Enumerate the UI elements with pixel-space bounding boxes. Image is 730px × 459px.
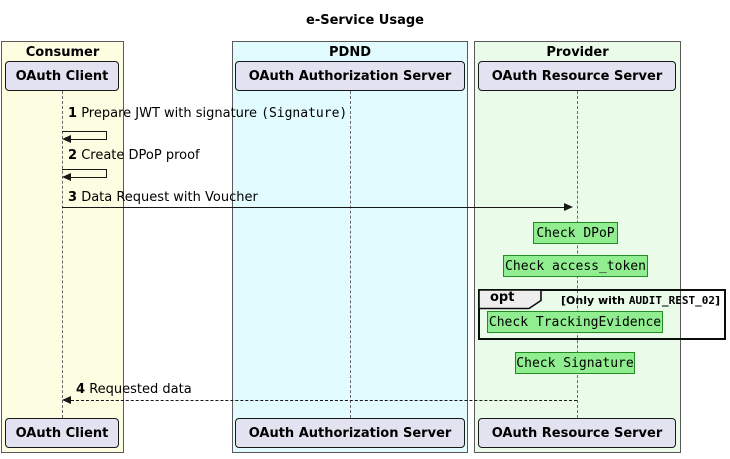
opt-guard-label: [Only with AUDIT_REST_02] — [561, 294, 720, 307]
opt-fragment: opt [Only with AUDIT_REST_02] — [478, 289, 726, 340]
participant-oauth-resource-server-bottom: OAuth Resource Server — [478, 418, 676, 448]
message-3-text: Data Request with Voucher — [81, 190, 258, 205]
message-2-label: 2 Create DPoP proof — [68, 148, 200, 163]
message-1-number: 1 — [68, 106, 78, 121]
opt-operator-label: opt — [490, 290, 515, 305]
arrowhead-right-icon — [564, 203, 573, 211]
group-pdnd-title: PDND — [329, 45, 371, 60]
message-4-text: Requested data — [89, 382, 192, 397]
opt-fragment-header: opt — [478, 289, 544, 310]
participant-oauth-resource-server-top: OAuth Resource Server — [478, 61, 676, 91]
note-check-signature: Check Signature — [515, 352, 635, 374]
arrowhead-left-icon — [62, 396, 71, 404]
message-2-number: 2 — [68, 148, 78, 163]
message-1-text: Prepare JWT with signature — [81, 106, 257, 121]
lifeline-oauth-authorization-server — [350, 91, 351, 418]
message-4-label: 4 Requested data — [76, 382, 192, 397]
participant-oauth-authorization-server-bottom: OAuth Authorization Server — [235, 418, 465, 448]
participant-oauth-authorization-server-top: OAuth Authorization Server — [235, 61, 465, 91]
note-check-dpop: Check DPoP — [533, 222, 618, 244]
message-3-number: 3 — [68, 190, 78, 205]
lifeline-oauth-client — [62, 91, 63, 418]
message-3-label: 3 Data Request with Voucher — [68, 190, 258, 205]
participant-oauth-client-top: OAuth Client — [5, 61, 119, 91]
opt-header-pentagon-icon — [478, 289, 542, 310]
arrowhead-left-icon — [62, 173, 71, 181]
note-check-access-token: Check access_token — [503, 255, 648, 277]
note-check-tracking-evidence: Check TrackingEvidence — [487, 311, 663, 333]
group-provider-title: Provider — [546, 45, 609, 60]
diagram-title: e-Service Usage — [306, 13, 424, 28]
group-consumer-title: Consumer — [25, 45, 100, 60]
message-4-number: 4 — [76, 382, 86, 397]
lifeline-oauth-resource-server — [577, 91, 578, 418]
participant-oauth-client-bottom: OAuth Client — [5, 418, 119, 448]
arrowhead-left-icon — [62, 135, 71, 143]
message-2-text: Create DPoP proof — [81, 148, 200, 163]
message-1-label: 1 Prepare JWT with signature (Signature) — [68, 106, 347, 121]
message-1-mono-text: (Signature) — [261, 106, 348, 121]
